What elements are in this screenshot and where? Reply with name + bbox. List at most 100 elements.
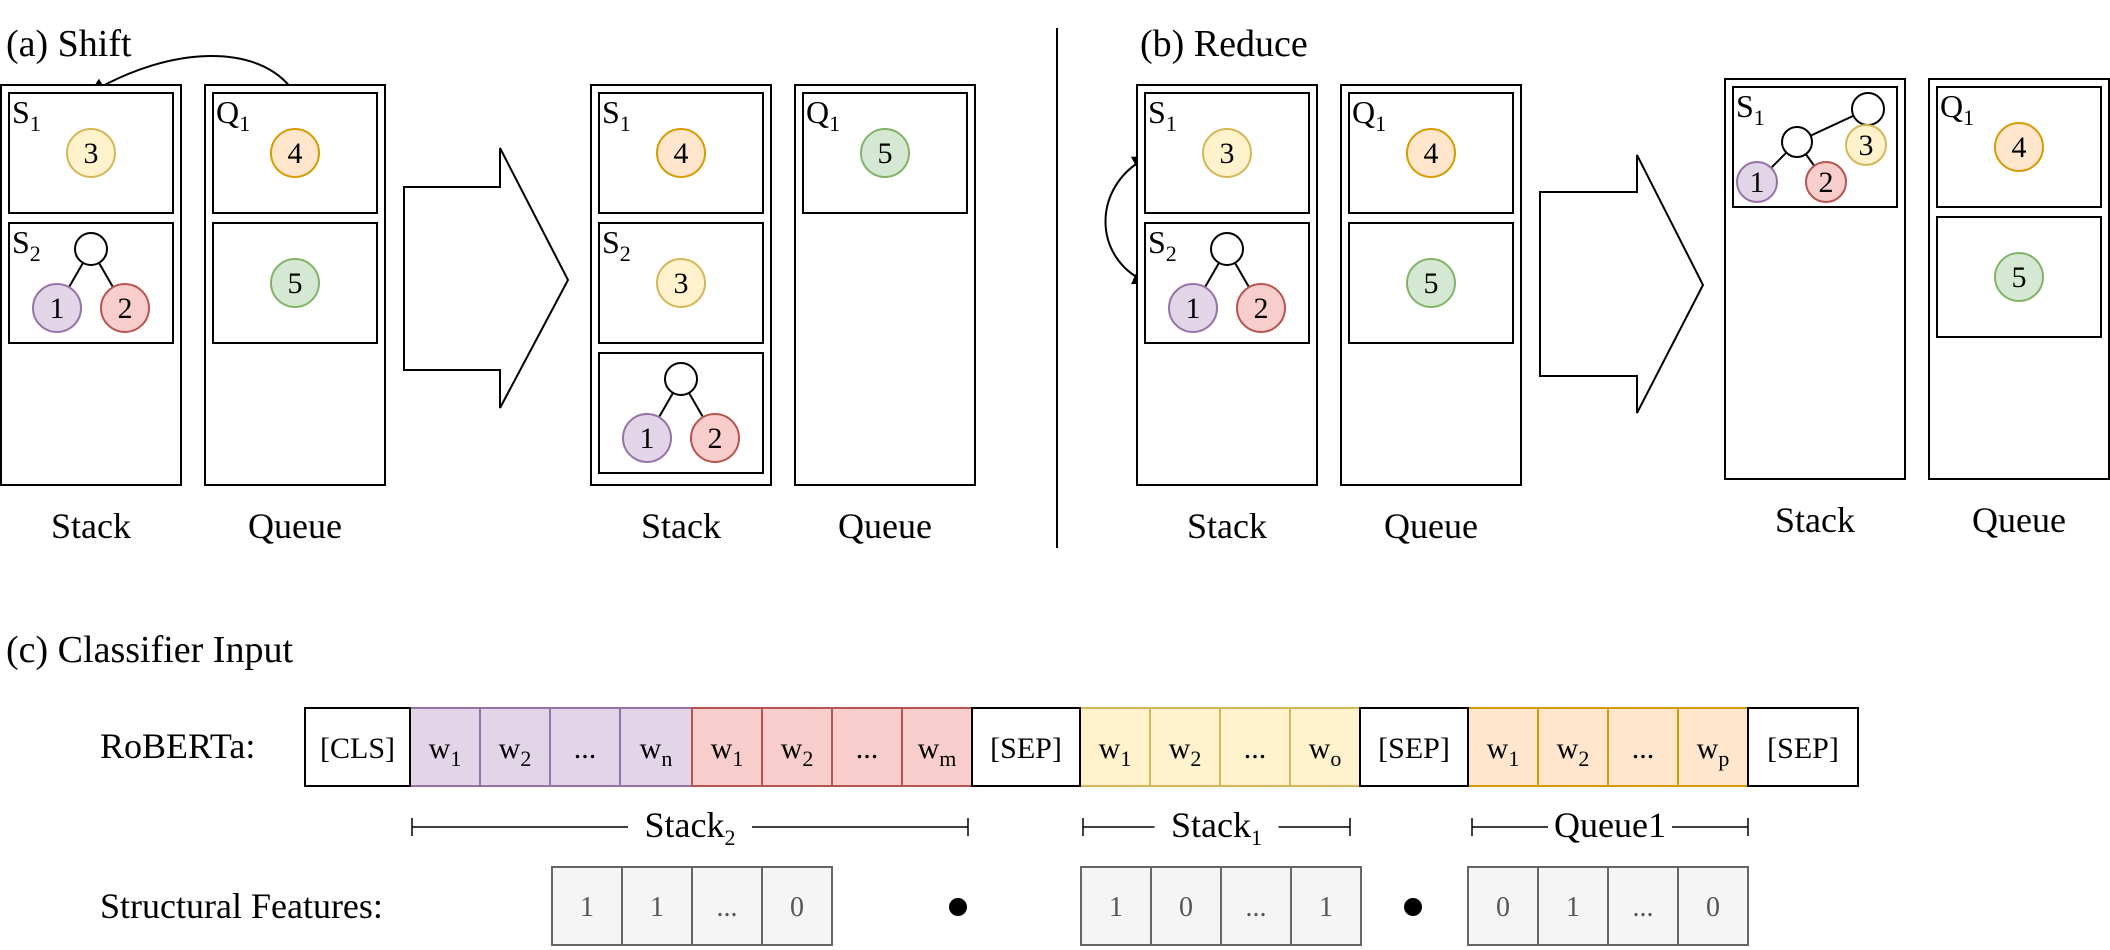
feature-cell — [1150, 866, 1222, 946]
token-cell — [831, 707, 903, 787]
tree-node-5 — [1994, 252, 2044, 302]
stack-caption: Stack — [1187, 506, 1267, 546]
token-label: ... — [1244, 732, 1267, 765]
queue-slot-label: Q1 — [806, 94, 840, 136]
queue-slot-label: Q1 — [1940, 88, 1974, 130]
token-cell — [1149, 707, 1221, 787]
span-bracket: Stack2 — [411, 801, 969, 850]
feature-value: 1 — [1319, 892, 1333, 923]
bracket-label-bg — [628, 801, 752, 841]
stack-caption: Stack — [641, 506, 721, 546]
token-label: w2 — [499, 732, 532, 771]
tree-node-label: 3 — [1220, 137, 1235, 170]
stack-slot: S1 3 — [8, 92, 174, 214]
token-label: w1 — [1099, 732, 1132, 771]
roberta-label: RoBERTa: — [100, 726, 255, 766]
span-bracket: Stack1 — [1082, 801, 1351, 850]
tree-node-label: 2 — [1254, 292, 1269, 325]
queue-slot-label: Q1 — [216, 94, 250, 136]
stack-slot-label: S1 — [602, 94, 631, 136]
queue-caption: Queue — [1972, 500, 2066, 540]
stack-slot-label: S1 — [12, 94, 41, 136]
token-cell — [1219, 707, 1291, 787]
classifier-title: (c) Classifier Input — [6, 629, 293, 671]
tree-node-label: 4 — [674, 137, 689, 170]
feature-cell — [1607, 866, 1679, 946]
tree-node-4 — [270, 128, 320, 178]
tree-root-node — [74, 232, 108, 266]
tree-node-3 — [656, 258, 706, 308]
reduce-transition-arrow — [1539, 154, 1705, 414]
feature-cell — [621, 866, 693, 946]
tree-node-label: 1 — [50, 292, 65, 325]
tree-node-3 — [1202, 128, 1252, 178]
token-outline — [304, 707, 411, 787]
feature-value: 0 — [1706, 892, 1720, 923]
stack-slot: S23 — [598, 222, 764, 344]
feature-cell — [551, 866, 623, 946]
queue-slot: 5 — [1348, 222, 1514, 344]
feature-value: 0 — [1496, 892, 1510, 923]
tree-node-label: 2 — [708, 422, 723, 455]
token-label: [SEP] — [1767, 732, 1839, 765]
queue-slot: 5 — [212, 222, 378, 344]
tree-node-label: 5 — [2012, 261, 2027, 294]
token-cell — [1289, 707, 1361, 787]
token-label: w2 — [1169, 732, 1202, 771]
queue-slot: Q14 — [212, 92, 378, 214]
token-cell — [619, 707, 693, 787]
stack-slot-label: S1 — [1148, 94, 1177, 136]
tree-node-1 — [1736, 161, 1778, 203]
structural-features-label: Structural Features: — [100, 886, 383, 926]
queue-caption: Queue — [838, 506, 932, 546]
token-cell — [479, 707, 551, 787]
tree-node-label: 1 — [640, 422, 655, 455]
concat-dot — [1404, 898, 1422, 916]
tree-root-node — [1851, 92, 1885, 126]
token-label: ... — [1632, 732, 1655, 765]
token-cell — [901, 707, 973, 787]
queue-slot: 5 — [1936, 216, 2102, 338]
tree-node-4 — [1994, 122, 2044, 172]
tree-root-node — [664, 362, 698, 396]
token-label: [CLS] — [320, 732, 395, 765]
token-cell — [1079, 707, 1151, 787]
tree-node-2 — [100, 283, 150, 333]
tree-node-label: 3 — [674, 267, 689, 300]
tree-node-2 — [690, 413, 740, 463]
span-bracket: Queue1 — [1471, 801, 1749, 845]
tree-node-label: 3 — [84, 137, 99, 170]
bracket-label-bg — [1154, 801, 1279, 841]
feature-value: 1 — [580, 892, 594, 923]
token-label: ... — [574, 732, 597, 765]
token-outline — [971, 707, 1081, 787]
tree-node-5 — [270, 258, 320, 308]
tree-node-3 — [1845, 124, 1887, 166]
token-outline — [1747, 707, 1859, 787]
feature-value: 1 — [650, 892, 664, 923]
stack-slot: S1 4 — [598, 92, 764, 214]
tree-node-label: 4 — [2012, 131, 2027, 164]
tree-node-label: 4 — [1424, 137, 1439, 170]
queue-slot-label: Q1 — [1352, 94, 1386, 136]
feature-cell — [1677, 866, 1749, 946]
token-label: [SEP] — [1378, 732, 1450, 765]
feature-cell — [761, 866, 833, 946]
stack-slot-box — [598, 92, 764, 214]
bracket-label-bg — [1548, 801, 1672, 841]
stack-slot: S1 3 — [1144, 92, 1310, 214]
tree-node-4 — [1406, 128, 1456, 178]
shift-move-arrow — [89, 55, 295, 94]
token-label: wm — [918, 732, 957, 771]
token-label: wn — [640, 732, 673, 771]
feature-cell — [1220, 866, 1292, 946]
token-label: w1 — [429, 732, 462, 771]
feature-value: ... — [717, 892, 738, 923]
queue-slot: Q1 4 — [1348, 92, 1514, 214]
tree-node-1 — [1168, 283, 1218, 333]
